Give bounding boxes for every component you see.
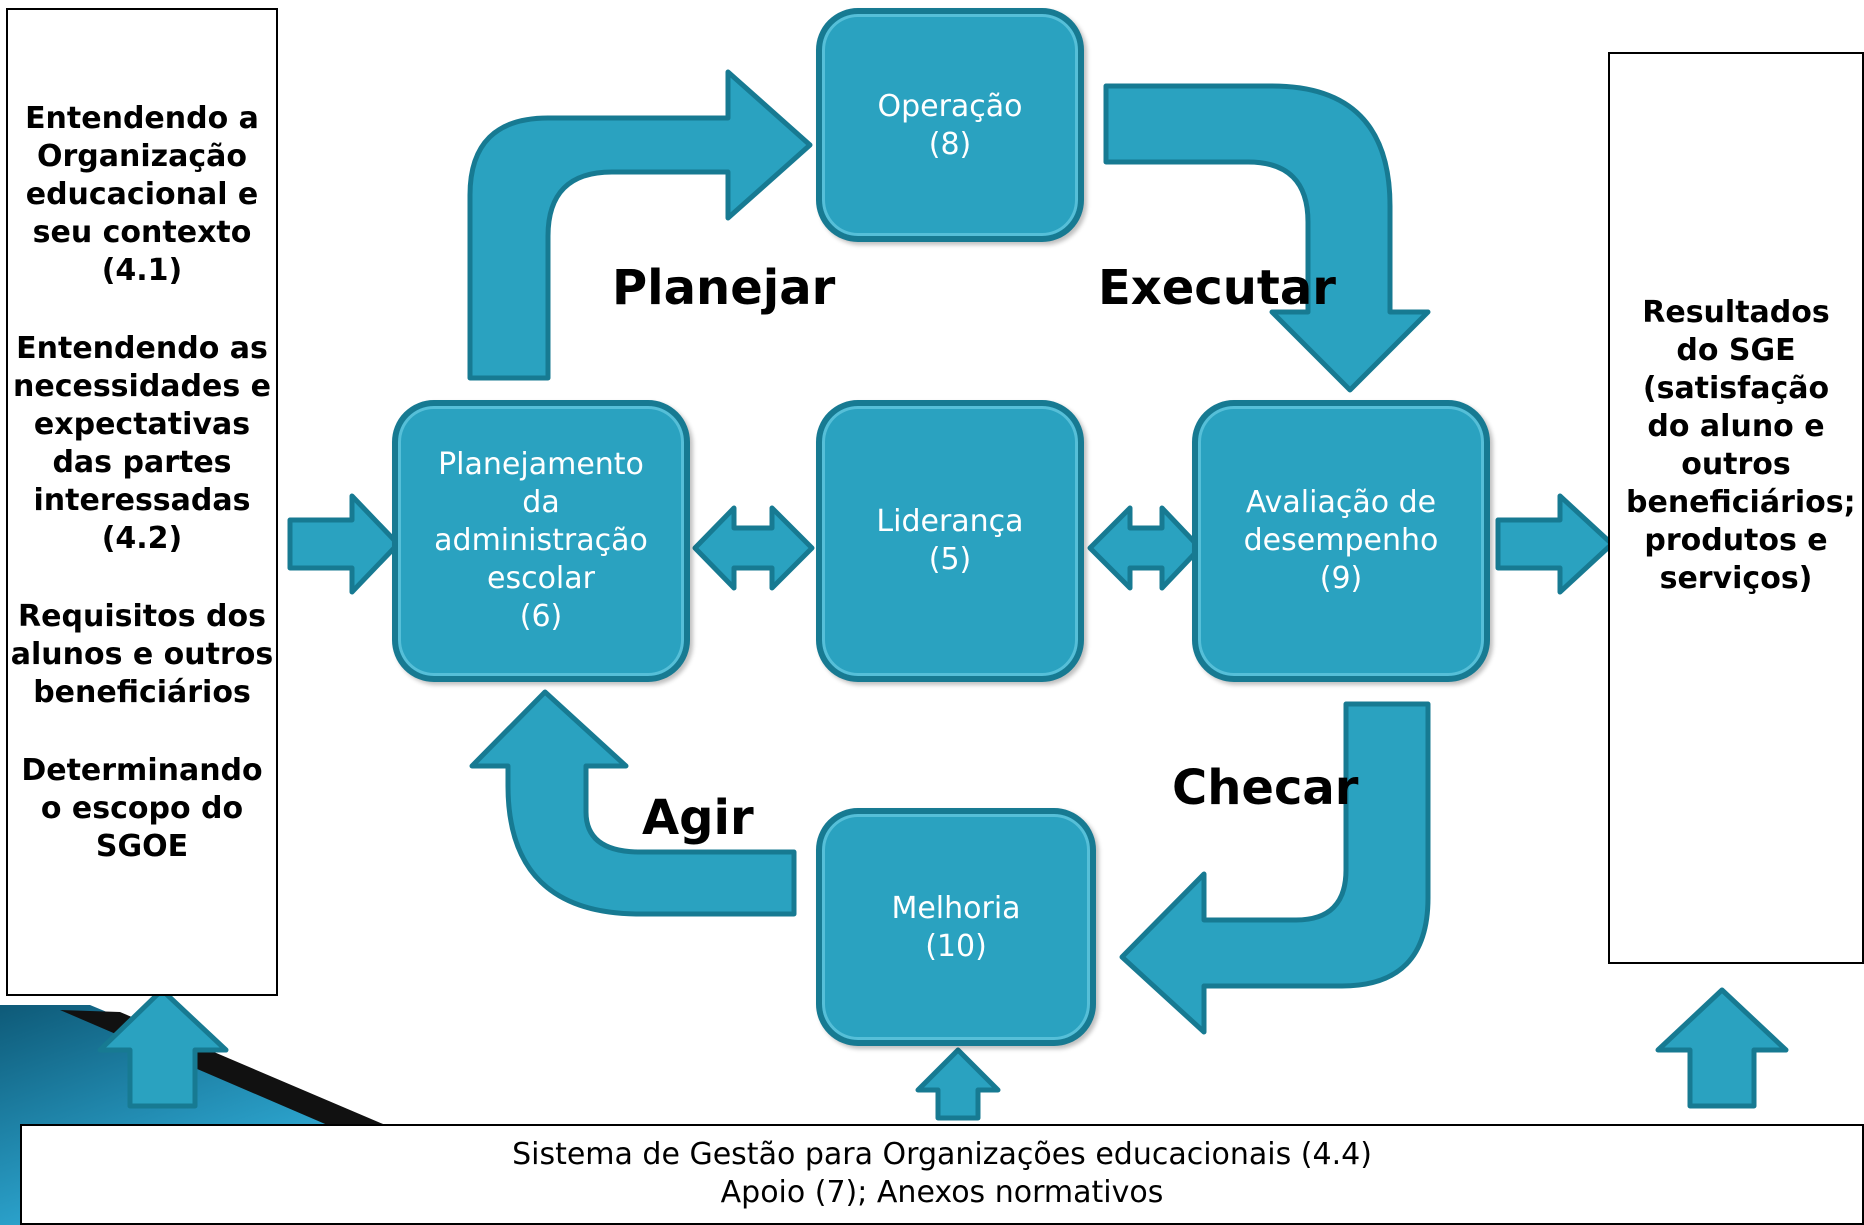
node-lideranca: Liderança (5) [816, 400, 1084, 682]
management-system-bar: Sistema de Gestão para Organizações educ… [20, 1124, 1864, 1225]
node-avaliacao: Avaliação de desempenho (9) [1192, 400, 1490, 682]
context-item: Determinando o escopo do SGOE [21, 753, 263, 864]
planejar-arrow [467, 69, 813, 381]
up-arrow-center [915, 1047, 1001, 1121]
executar-arrow [1103, 83, 1431, 393]
context-item: Entendendo as necessidades e expectativa… [12, 331, 272, 556]
node-planejamento-line: Planejamento [438, 447, 644, 482]
checar-arrow [1119, 701, 1431, 1035]
label-agir: Agir [642, 790, 754, 846]
input-arrow [287, 493, 401, 595]
up-arrow-right [1655, 987, 1789, 1109]
node-avaliacao-line: desempenho [1243, 523, 1439, 558]
results-box: Resultados do SGE (satisfação do aluno e… [1608, 52, 1864, 964]
double-arrow-right [1087, 505, 1203, 591]
agir-arrow [469, 689, 797, 917]
node-lideranca-number: (5) [928, 542, 972, 577]
node-avaliacao-line: Avaliação de [1245, 485, 1437, 520]
node-planejamento-line: administração [434, 523, 648, 558]
node-planejamento: Planejamento da administração escolar (6… [392, 400, 690, 682]
double-arrow-left [692, 505, 815, 591]
results-text: Resultados do SGE (satisfação do aluno e… [1626, 295, 1856, 596]
node-melhoria-number: (10) [925, 929, 987, 964]
node-avaliacao-number: (9) [1319, 561, 1363, 596]
footer-line: Sistema de Gestão para Organizações educ… [512, 1137, 1372, 1172]
node-melhoria-name: Melhoria [891, 891, 1021, 926]
label-checar: Checar [1172, 760, 1359, 816]
node-planejamento-number: (6) [519, 599, 563, 634]
node-operacao-name: Operação [877, 89, 1023, 124]
context-item: Entendendo a Organização educacional e s… [25, 101, 259, 288]
footer-line: Apoio (7); Anexos normativos [720, 1175, 1164, 1210]
node-lideranca-name: Liderança [876, 504, 1024, 539]
node-operacao: Operação (8) [816, 8, 1084, 242]
output-arrow [1495, 493, 1615, 595]
label-planejar: Planejar [612, 260, 836, 316]
node-melhoria: Melhoria (10) [816, 808, 1096, 1046]
node-planejamento-line: da [522, 485, 560, 520]
context-item: Requisitos dos alunos e outros beneficiá… [10, 599, 274, 710]
up-arrow-left [97, 987, 229, 1109]
label-executar: Executar [1098, 260, 1336, 316]
node-planejamento-line: escolar [487, 561, 595, 596]
node-operacao-number: (8) [928, 127, 972, 162]
context-box: Entendendo a Organização educacional e s… [6, 8, 278, 996]
